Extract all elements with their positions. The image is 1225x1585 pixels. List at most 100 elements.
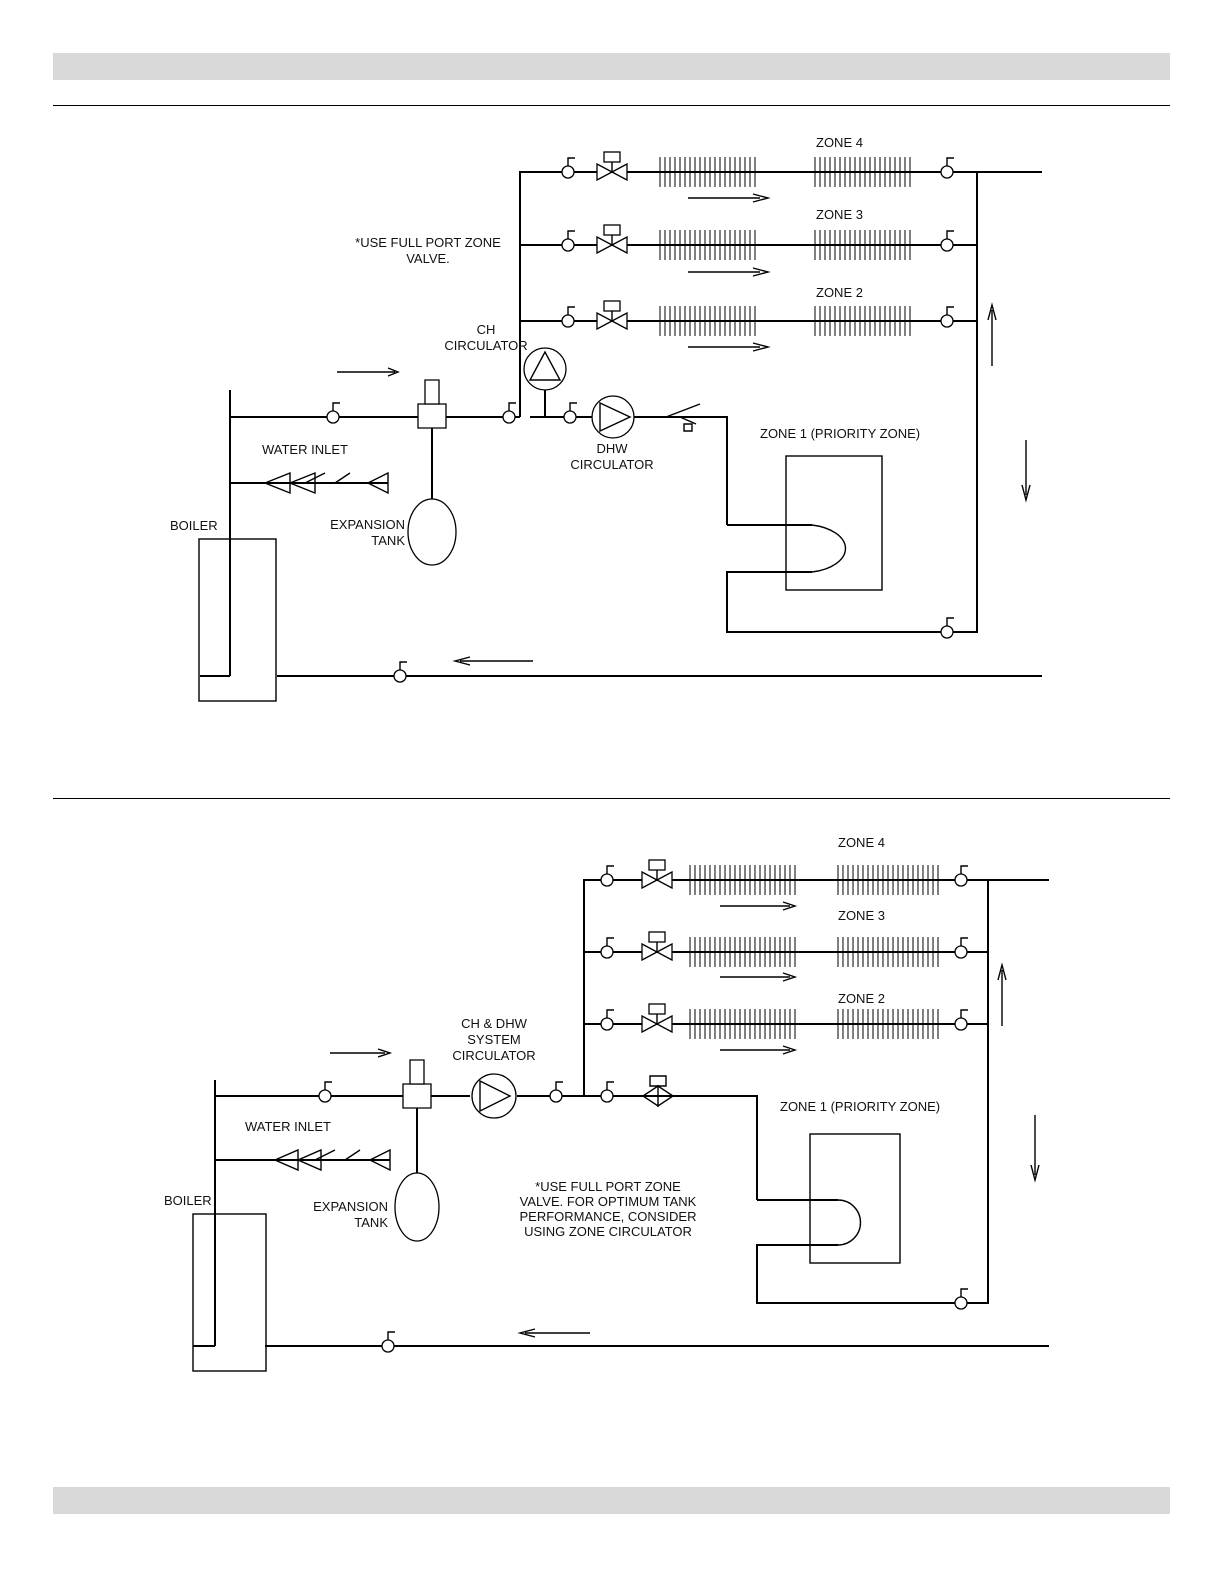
d1-ch-circulator-label1: CH — [477, 322, 496, 337]
d1-ch-circulator — [523, 347, 567, 391]
d2-ball-valve-2-handle — [606, 1081, 614, 1090]
d2-water-inlet-label: WATER INLET — [245, 1119, 331, 1134]
d2-fin-tube-b-0 — [837, 865, 939, 895]
d1-zone-valve-2-actuator — [603, 300, 621, 312]
d1-indirect-tank — [785, 455, 883, 591]
d1-boiler — [198, 538, 277, 702]
d1-water-inlet-label: WATER INLET — [262, 442, 348, 457]
d2-ball-valve-1-handle — [555, 1081, 563, 1090]
d2-ball-valve-in-2 — [600, 1017, 614, 1031]
d1-fin-tube-b-1 — [814, 230, 911, 260]
d2-fin-tube-b-2 — [837, 1009, 939, 1039]
d1-ball-valve-in-2 — [561, 314, 575, 328]
d2-note-line1: *USE FULL PORT ZONE — [535, 1179, 681, 1194]
d2-ball-valve-in-0 — [600, 873, 614, 887]
d1-ball-valve-0 — [326, 410, 340, 424]
d1-expansion-tank-label2: TANK — [371, 533, 405, 548]
d1-ball-valve-1 — [502, 410, 516, 424]
divider-top — [53, 105, 1170, 106]
d2-boiler — [192, 1213, 267, 1372]
d1-ball-valve-in-0-handle — [567, 157, 575, 166]
d1-ball-valve-out-1-handle — [946, 230, 954, 239]
d2-ball-valve-out-2 — [954, 1017, 968, 1031]
d1-ch-circulator-label2: CIRCULATOR — [444, 338, 527, 353]
d1-ball-valve-out-0-handle — [946, 157, 954, 166]
d2-inlet-devices — [273, 1148, 391, 1172]
d2-zone-valve-2-actuator — [648, 1003, 666, 1015]
d1-zone1-label: ZONE 1 (PRIORITY ZONE) — [760, 426, 920, 441]
d1-dhw-circulator-label1: DHW — [596, 441, 628, 456]
d2-zone3-label: ZONE 3 — [838, 908, 885, 923]
d1-flow-arrows — [337, 193, 1031, 666]
d2-ball-valve-2 — [600, 1089, 614, 1103]
d2-ball-valve-out-2-handle — [960, 1009, 968, 1018]
d1-zone-valve-1-actuator — [603, 224, 621, 236]
d2-ball-valve-in-2-handle — [606, 1009, 614, 1018]
d1-ball-valve-in-2-handle — [567, 306, 575, 315]
d2-ball-valve-out-0-handle — [960, 865, 968, 874]
d2-note-line2: VALVE. FOR OPTIMUM TANK — [520, 1194, 697, 1209]
d2-ball-valve-out-1-handle — [960, 937, 968, 946]
d1-check-valve — [665, 403, 701, 432]
d2-zone-valve-0-actuator — [648, 859, 666, 871]
d2-zone-valve-1-actuator — [648, 931, 666, 943]
d1-ball-valve-4-handle — [399, 661, 407, 670]
d1-ball-valve-0-handle — [332, 402, 340, 411]
d1-ball-valve-in-1-handle — [567, 230, 575, 239]
d1-note-line1: *USE FULL PORT ZONE — [355, 235, 501, 250]
d2-ball-valve-in-0-handle — [606, 865, 614, 874]
d1-inlet-devices — [304, 471, 389, 495]
d2-expansion-tank-label2: TANK — [354, 1215, 388, 1230]
d1-ball-valve-out-2-handle — [946, 306, 954, 315]
d2-expansion-tank — [394, 1172, 440, 1242]
d2-fin-tube-a-2 — [689, 1009, 796, 1039]
repeated-symbols — [318, 151, 968, 1353]
d2-ball-valve-out-0 — [954, 873, 968, 887]
d1-ball-valve-in-1 — [561, 238, 575, 252]
d2-system-circulator-arrow — [479, 1079, 512, 1113]
d1-ball-valve-1-handle — [508, 402, 516, 411]
d1-zone4-label: ZONE 4 — [816, 135, 863, 150]
d2-ball-valve-3 — [954, 1296, 968, 1310]
d1-ball-valve-out-0 — [940, 165, 954, 179]
d2-circulator-label2: SYSTEM — [467, 1032, 520, 1047]
d2-zone4-label: ZONE 4 — [838, 835, 885, 850]
d2-dhw-coil — [837, 1199, 862, 1246]
d1-dhw-coil — [811, 524, 847, 573]
d2-air-separator — [402, 1083, 432, 1109]
d2-ball-valve-3-handle — [960, 1288, 968, 1297]
d2-ball-valve-0-handle — [324, 1081, 332, 1090]
d1-ball-valve-3 — [940, 625, 954, 639]
d1-dhw-circulator-label2: CIRCULATOR — [570, 457, 653, 472]
d1-ball-valve-3-handle — [946, 617, 954, 626]
d2-ball-valve-4 — [381, 1339, 395, 1353]
d1-dhw-circulator-arrow — [599, 401, 632, 433]
d2-fin-tube-a-1 — [689, 937, 796, 967]
d2-expansion-tank-label1: EXPANSION — [313, 1199, 388, 1214]
d2-ball-valve-4-handle — [387, 1331, 395, 1340]
d2-ball-valve-out-1 — [954, 945, 968, 959]
d1-expansion-tank-label1: EXPANSION — [330, 517, 405, 532]
d2-zone1-label: ZONE 1 (PRIORITY ZONE) — [780, 1099, 940, 1114]
d2-zone2-label: ZONE 2 — [838, 991, 885, 1006]
d2-indirect-tank — [809, 1133, 901, 1264]
d1-ball-valve-4 — [393, 669, 407, 683]
d1-ball-valve-2 — [563, 410, 577, 424]
d1-fin-tube-a-1 — [659, 230, 756, 260]
diagram-2-system-circulator — [192, 879, 1049, 1372]
d2-circulator-label1: CH & DHW — [461, 1016, 527, 1031]
header-bar — [53, 53, 1170, 80]
d1-ball-valve-out-1 — [940, 238, 954, 252]
d2-note-line3: PERFORMANCE, CONSIDER — [520, 1209, 697, 1224]
d2-fin-tube-b-1 — [837, 937, 939, 967]
d1-fin-tube-a-0 — [659, 157, 756, 187]
d1-air-separator — [417, 403, 447, 429]
d1-dhw-circulator — [591, 395, 635, 439]
d2-note-line4: USING ZONE CIRCULATOR — [524, 1224, 692, 1239]
d2-system-circulator — [471, 1073, 517, 1119]
d1-note-line2: VALVE. — [406, 251, 450, 266]
d2-ball-valve-1 — [549, 1089, 563, 1103]
d1-ball-valve-out-2 — [940, 314, 954, 328]
d2-ball-valve-in-1-handle — [606, 937, 614, 946]
